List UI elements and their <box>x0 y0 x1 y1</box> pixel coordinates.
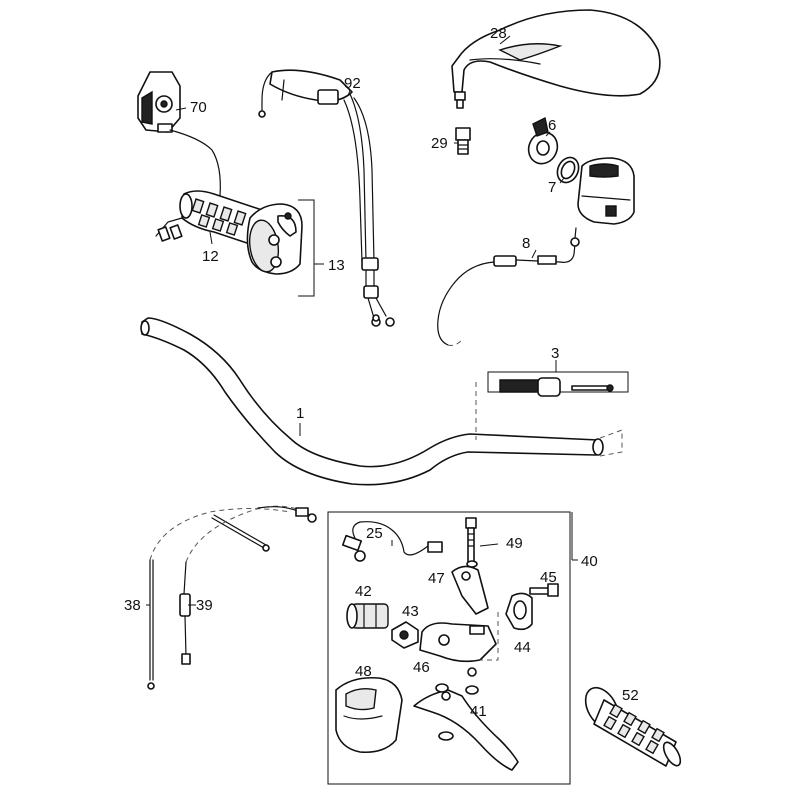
kill-switch-cable <box>437 227 580 346</box>
throttle-sensor <box>137 71 221 223</box>
callout-49: 49 <box>506 535 523 552</box>
callout-12: 12 <box>202 248 219 265</box>
washer <box>556 156 580 184</box>
lever-guard <box>335 676 403 754</box>
handlebar <box>140 317 623 486</box>
throttle-grip <box>155 190 263 249</box>
grip-rubber <box>346 603 389 629</box>
pivot-block <box>451 560 489 615</box>
clutch-cable <box>179 505 317 665</box>
callout-47: 47 <box>428 570 445 587</box>
clutch-assembly-box <box>327 511 571 785</box>
callout-25: 25 <box>366 525 383 542</box>
callout-44: 44 <box>514 639 531 656</box>
mirror-adapter <box>455 127 471 155</box>
callout-38: 38 <box>124 597 141 614</box>
callout-92: 92 <box>344 75 361 92</box>
cable-clip <box>341 521 443 562</box>
switch-housing <box>577 157 635 225</box>
callout-7: 7 <box>548 179 556 196</box>
callout-46: 46 <box>413 659 430 676</box>
callout-1: 1 <box>296 405 304 422</box>
callout-40: 40 <box>581 553 598 570</box>
clamp-bolt <box>529 583 559 597</box>
mirror <box>451 9 661 109</box>
callout-70: 70 <box>190 99 207 116</box>
washers <box>435 683 479 695</box>
clutch-lever <box>413 689 519 771</box>
adjuster <box>391 621 419 649</box>
callout-52: 52 <box>622 687 639 704</box>
callout-48: 48 <box>355 663 372 680</box>
callout-41: 41 <box>470 703 487 720</box>
throttle-housing <box>246 199 315 297</box>
throttle-cables <box>258 69 395 327</box>
callout-6: 6 <box>548 117 556 134</box>
callout-43: 43 <box>402 603 419 620</box>
callout-45: 45 <box>540 569 557 586</box>
leader-lines <box>146 35 578 606</box>
callout-29: 29 <box>431 135 448 152</box>
callout-8: 8 <box>522 235 530 252</box>
bar-end <box>475 371 629 440</box>
lever-bracket <box>419 622 497 677</box>
callout-39: 39 <box>196 597 213 614</box>
callout-3: 3 <box>551 345 559 362</box>
switch-ring <box>527 116 559 165</box>
pivot-bolt <box>465 517 477 565</box>
left-grip <box>584 686 682 767</box>
callout-42: 42 <box>355 583 372 600</box>
callout-28: 28 <box>490 25 507 42</box>
clamp <box>480 592 533 661</box>
clutch-cable-inner <box>147 508 291 690</box>
callout-13: 13 <box>328 257 345 274</box>
